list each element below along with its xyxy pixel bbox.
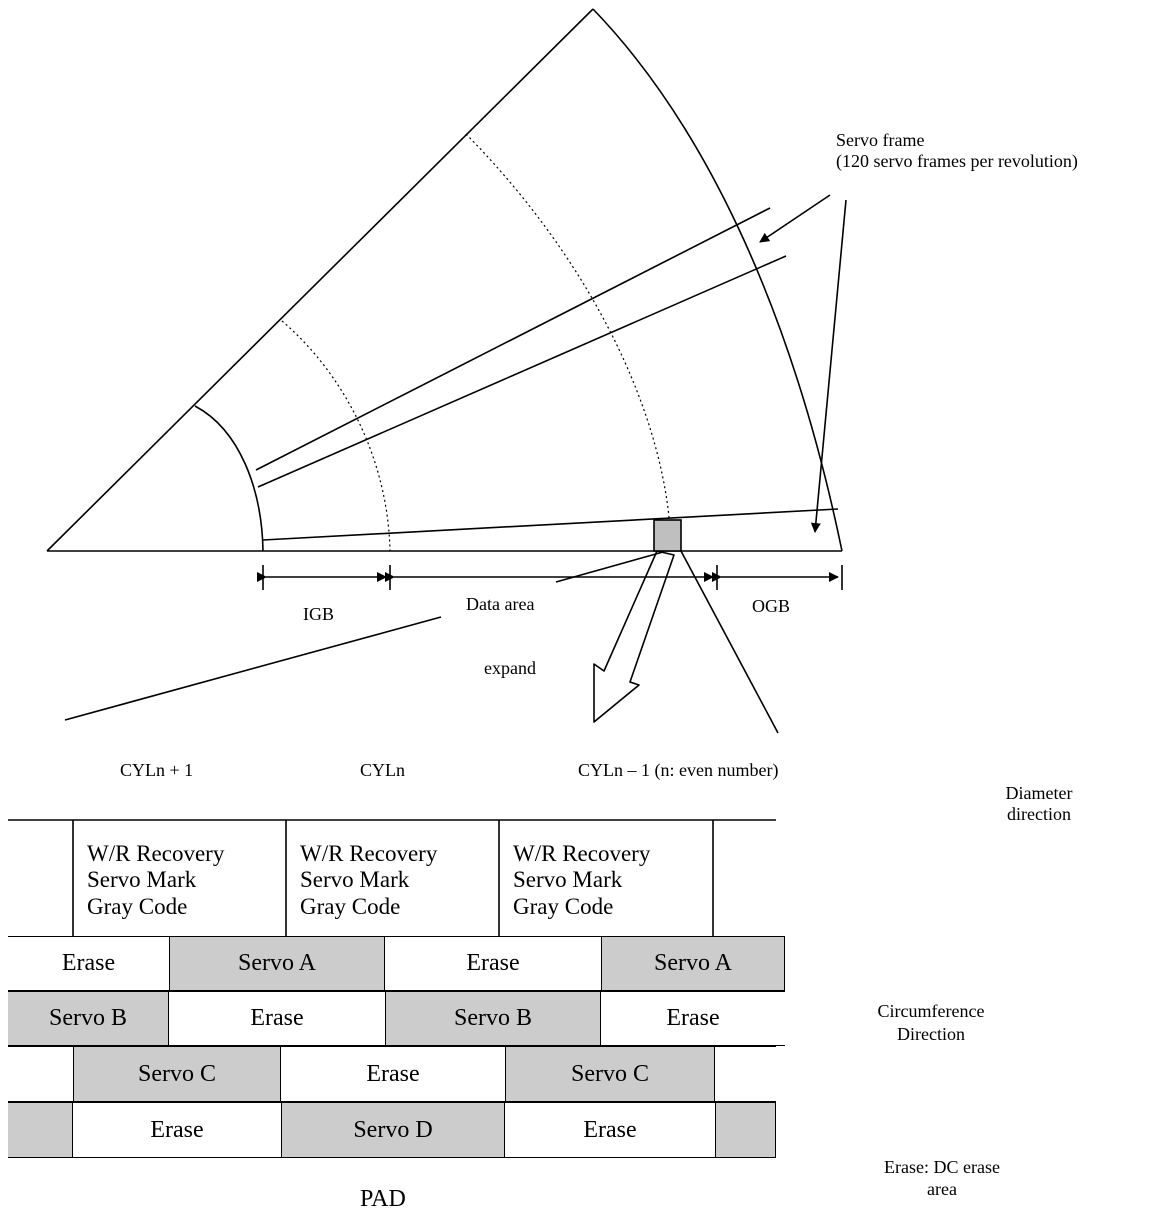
recovery-block-3: W/R Recovery Servo Mark Gray Code — [513, 841, 651, 919]
expand-arrow — [593, 550, 675, 723]
row2-erase-1: Erase — [169, 991, 385, 1046]
row2-servo-b-1: Servo B — [8, 991, 169, 1046]
cyl-n-plus-1-label: CYLn + 1 — [120, 760, 194, 780]
diameter-label-line1: Diameter — [1005, 783, 1073, 803]
data-area-label: Data area — [466, 594, 535, 614]
servo-frame-note: (120 servo frames per revolution) — [836, 151, 1078, 171]
erase-note-line1: Erase: DC erase — [884, 1157, 1000, 1177]
servo-frame-upper-2 — [257, 255, 787, 488]
row1-servo-a-2: Servo A — [601, 936, 785, 991]
servo-frame-arrow-2 — [810, 199, 847, 533]
servo-frame-label: Servo frame — [836, 130, 925, 150]
data-area-leader — [555, 551, 664, 583]
row2-erase-2: Erase — [601, 991, 785, 1046]
circumference-label-line2: Direction — [897, 1024, 965, 1044]
row1-erase-1: Erase — [8, 936, 169, 991]
erase-note-line2: area — [927, 1179, 957, 1199]
diameter-label-line2: direction — [1007, 804, 1071, 824]
cyl-n-label: CYLn — [360, 760, 405, 780]
circumference-label-line1: Circumference — [877, 1001, 985, 1021]
highlight-block — [653, 519, 682, 552]
outer-arc — [592, 8, 843, 552]
expand-line-left — [64, 616, 442, 721]
row4-servo-d: Servo D — [281, 1102, 505, 1158]
row3-blank-left — [8, 1046, 73, 1102]
cyl-n-minus-1-label: CYLn – 1 (n: even number) — [578, 760, 779, 780]
row1-servo-a-1: Servo A — [169, 936, 385, 991]
servo-frame-upper-1 — [255, 207, 771, 471]
row4-pad-left — [8, 1102, 73, 1158]
recovery-block-2: W/R Recovery Servo Mark Gray Code — [300, 841, 438, 919]
row4-erase-2: Erase — [505, 1102, 715, 1158]
row3-erase: Erase — [281, 1046, 505, 1102]
row3-servo-c-1: Servo C — [73, 1046, 281, 1102]
inner-arc — [194, 405, 264, 552]
row4-pad-right — [715, 1102, 776, 1158]
servo-frame-arrow-1 — [759, 194, 831, 243]
igb-boundary-arc — [281, 320, 391, 552]
sector-left-edge — [46, 8, 594, 552]
expand-label: expand — [484, 658, 536, 678]
row2-servo-b-2: Servo B — [385, 991, 601, 1046]
recovery-block-1: W/R Recovery Servo Mark Gray Code — [87, 841, 225, 919]
servo-frame-lower — [262, 508, 839, 541]
expand-line-right — [680, 550, 779, 734]
pad-label: PAD — [360, 1186, 406, 1212]
row3-blank-right — [715, 1046, 776, 1102]
row3-servo-c-2: Servo C — [505, 1046, 715, 1102]
ogb-label: OGB — [752, 596, 791, 616]
row4-erase-1: Erase — [73, 1102, 281, 1158]
row1-erase-2: Erase — [385, 936, 601, 991]
igb-label: IGB — [303, 604, 334, 624]
